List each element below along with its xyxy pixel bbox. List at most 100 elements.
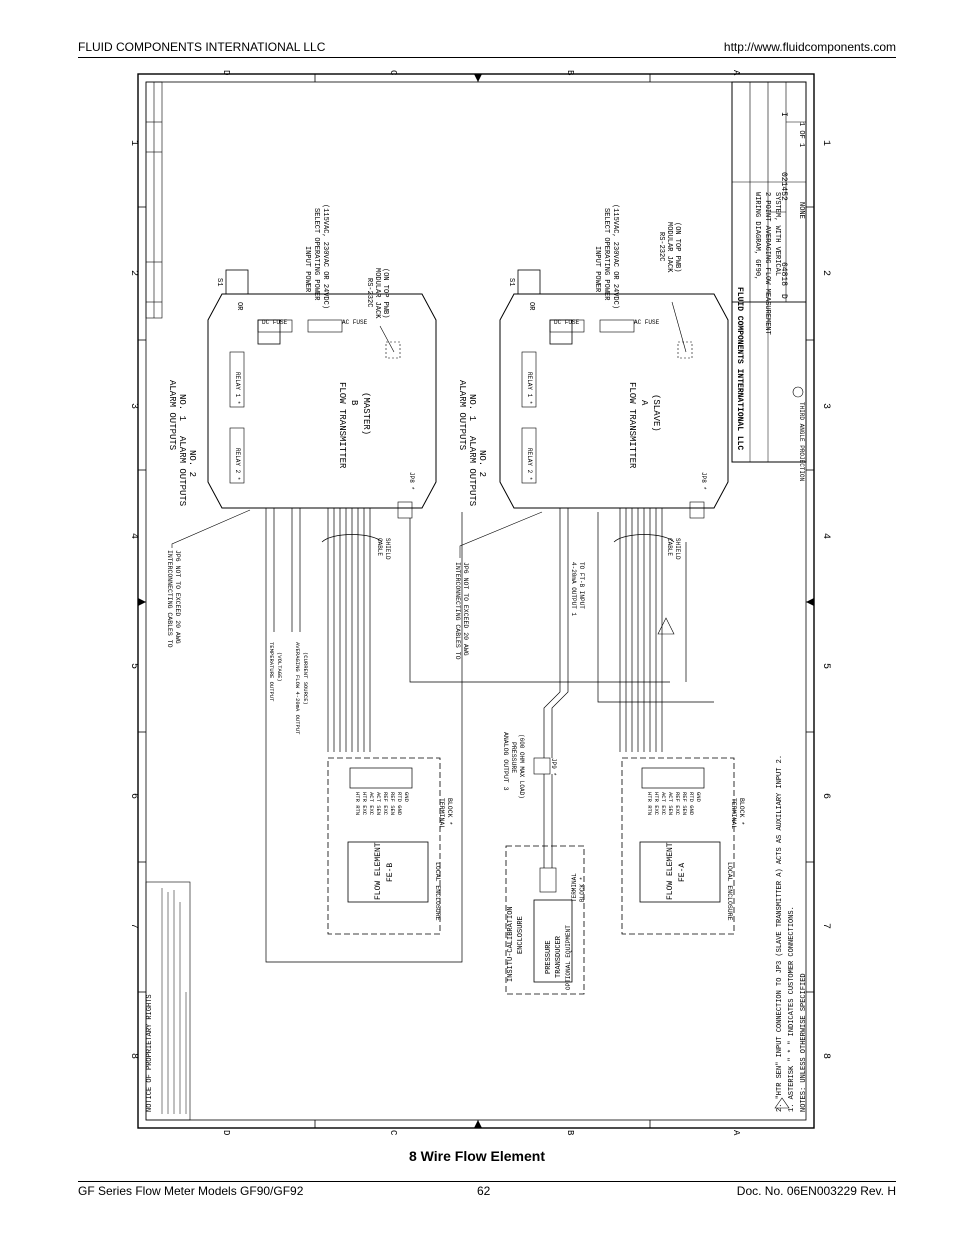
title-scale: NONE: [797, 202, 805, 219]
zone-left-5: 5: [128, 663, 139, 669]
title-line-3: SYSTEM, WITH VERICAL: [773, 192, 781, 276]
zone-top-c: C: [388, 70, 398, 76]
input-power-a-1: INPUT POWER: [593, 246, 601, 293]
alarm1-b-label: ALARM OUTPUTS: [167, 380, 177, 450]
title-block: FLUID COMPONENTS INTERNATIONAL LLC WIRIN…: [731, 81, 807, 482]
insitu-enclosure: INSITU-CALIBRATION ENCLOSURE PRESSURE TR…: [505, 774, 586, 995]
optional-equipment: OPTIONAL EQUIPMENT: [565, 925, 572, 990]
terminal-block-a-2: BLOCK *: [738, 798, 745, 825]
wire-b-ref-sen: REF SEN: [389, 792, 396, 815]
footer-page-number: 62: [477, 1184, 491, 1198]
zone-top-d: D: [221, 70, 231, 75]
wire-b-htr-exc: HTR EXC: [361, 792, 368, 816]
output1-2: TO FT-B INPUT: [578, 562, 585, 609]
notice-title: NOTICE OF PROPRIETARY RIGHTS: [146, 994, 154, 1112]
wire-a-act-exc: ACT EXC: [660, 792, 667, 816]
input-power-b-1: INPUT POWER: [303, 246, 311, 293]
avg-flow-2: (CURRENT SOURCE): [302, 652, 309, 705]
jp8-b: JP8 *: [408, 472, 415, 490]
zone-top-b: B: [565, 70, 575, 76]
terminal-block-insitu-2: BLOCK *: [579, 877, 586, 902]
wire-bundle-b: [265, 508, 670, 752]
transmitter-a-label-3: (SLAVE): [651, 394, 661, 432]
zone-right-4: 4: [820, 533, 831, 539]
zone-bottom-c: C: [388, 1130, 398, 1136]
alarm2-b-label: ALARM OUTPUTS: [177, 436, 187, 506]
zone-left-7: 7: [128, 923, 139, 929]
zone-left-8: 8: [128, 1053, 139, 1059]
insitu-1: INSITU-CALIBRATION: [507, 906, 515, 982]
or-a: OR: [527, 302, 535, 311]
rs232-b-1: RS-232C: [365, 278, 373, 307]
s1-b: S1: [215, 278, 223, 286]
zone-left-1: 1: [128, 140, 139, 146]
zone-right-3: 3: [820, 403, 831, 409]
alarm2-a-no: NO. 2: [477, 450, 487, 477]
analog3-3: (600 OHM MAX LOAD): [518, 734, 525, 799]
ac-fuse-b: AC FUSE: [342, 319, 368, 326]
zone-right-7: 7: [820, 923, 831, 929]
rs232-b-3: (ON TOP PWB): [381, 268, 389, 318]
or-b: OR: [235, 302, 243, 311]
input-power-a-3: (115VAC, 230VAC OR 24VDC): [611, 204, 619, 309]
pressure-2: TRANSDUCER: [555, 935, 563, 978]
transmitter-b-label-1: FLOW TRANSMITTER: [337, 382, 347, 469]
alarm1-a-label: ALARM OUTPUTS: [457, 380, 467, 450]
flow-element-b-1: FLOW ELEMENT: [374, 842, 383, 900]
wire-b-htr-rtn: HTR RTN: [354, 792, 361, 815]
relay1-a: RELAY 1 *: [526, 372, 533, 404]
alarm2-b-no: NO. 2: [187, 450, 197, 477]
alarm2-a-label: ALARM OUTPUTS: [467, 436, 477, 506]
wire-b-act-exc: ACT EXC: [368, 792, 375, 816]
zone-left-4: 4: [128, 533, 139, 539]
pressure-1: PRESSURE: [545, 940, 553, 974]
transmitter-a-label-1: FLOW TRANSMITTER: [627, 382, 637, 469]
wire-a-htr-exc: HTR EXC: [653, 792, 660, 816]
header-rule: [78, 57, 896, 58]
zone-right-2: 2: [820, 270, 831, 276]
header-url[interactable]: http://www.fluidcomponents.com: [723, 40, 896, 54]
wiring-diagram: D C B A D C B A 1 2 3 4 5 6 7 8 1 2 3 4 …: [128, 70, 831, 1136]
s1-a: S1: [507, 278, 515, 286]
wire-bundle-a: [543, 508, 687, 758]
alarm1-b-no: NO. 1: [177, 394, 187, 421]
footer-doc-number: Doc. No. 06EN003229 Rev. H: [736, 1184, 896, 1198]
terminal-block-b-1: TERMINAL: [438, 798, 445, 829]
footer-rule: [78, 1181, 896, 1182]
title-sheet: 1 OF 1: [797, 122, 805, 147]
flow-element-a-2: FE-A: [678, 863, 687, 882]
local-enclosure-a-label: LOCAL ENCLOSURE: [726, 862, 733, 921]
analog3-2: PRESSURE: [510, 742, 517, 773]
wire-b-ref-exc: REF EXC: [382, 792, 389, 816]
terminal-block-insitu-1: TERMINAL: [571, 873, 578, 902]
jp8-a: JP8 *: [700, 472, 707, 490]
title-cage: 64818: [779, 262, 788, 286]
local-enclosure-b: FLOW ELEMENT FE-B TERMINAL BLOCK * LOCAL…: [327, 757, 453, 935]
note-1: 1. ASTERISK " * " INDICATES CUSTOMER CON…: [788, 906, 796, 1112]
title-dwg-no: 021452: [779, 172, 788, 201]
input-power-a-2: SELECT OPERATING POWER: [602, 208, 610, 301]
rs232-a-1: RS-232C: [657, 232, 665, 261]
zone-right-5: 5: [820, 663, 831, 669]
interconnect-a-2: JP6 NOT TO EXCEED 20 AWG: [462, 562, 469, 656]
rs232-b-2: MODULAR JACK: [373, 268, 381, 319]
terminal-block-a-1: TERMINAL: [730, 798, 737, 829]
zone-right-1: 1: [820, 140, 831, 146]
dc-fuse-a: DC FUSE: [554, 319, 580, 326]
zone-right-6: 6: [820, 793, 831, 799]
wire-a-ref-sen: REF SEN: [681, 792, 688, 815]
footer-model: GF Series Flow Meter Models GF90/GF92: [78, 1184, 304, 1198]
note-2: 2. "HTR SEN" INPUT CONNECTION TO JP3 (SL…: [776, 755, 784, 1112]
transmitter-a: FLOW TRANSMITTER A (SLAVE) ALARM OUTPUTS…: [457, 293, 729, 519]
header-company: FLUID COMPONENTS INTERNATIONAL LLC: [78, 40, 326, 54]
transmitter-b: FLOW TRANSMITTER B (MASTER) ALARM OUTPUT…: [167, 293, 437, 519]
avg-flow-1: AVERAGING FLOW 4-20mA OUTPUT: [294, 642, 301, 735]
ac-fuse-a: AC FUSE: [634, 319, 660, 326]
cable-shield-b-1: CABLE: [376, 538, 383, 556]
rs232-a-2: MODULAR JACK: [665, 222, 673, 273]
rs232-a-3: (ON TOP PWB): [673, 222, 681, 272]
cable-shield-a-2: SHIELD: [674, 538, 681, 560]
jp9: JP9 *: [550, 758, 557, 776]
transmitter-b-label-2: B: [349, 400, 359, 406]
zone-right-8: 8: [820, 1053, 831, 1059]
